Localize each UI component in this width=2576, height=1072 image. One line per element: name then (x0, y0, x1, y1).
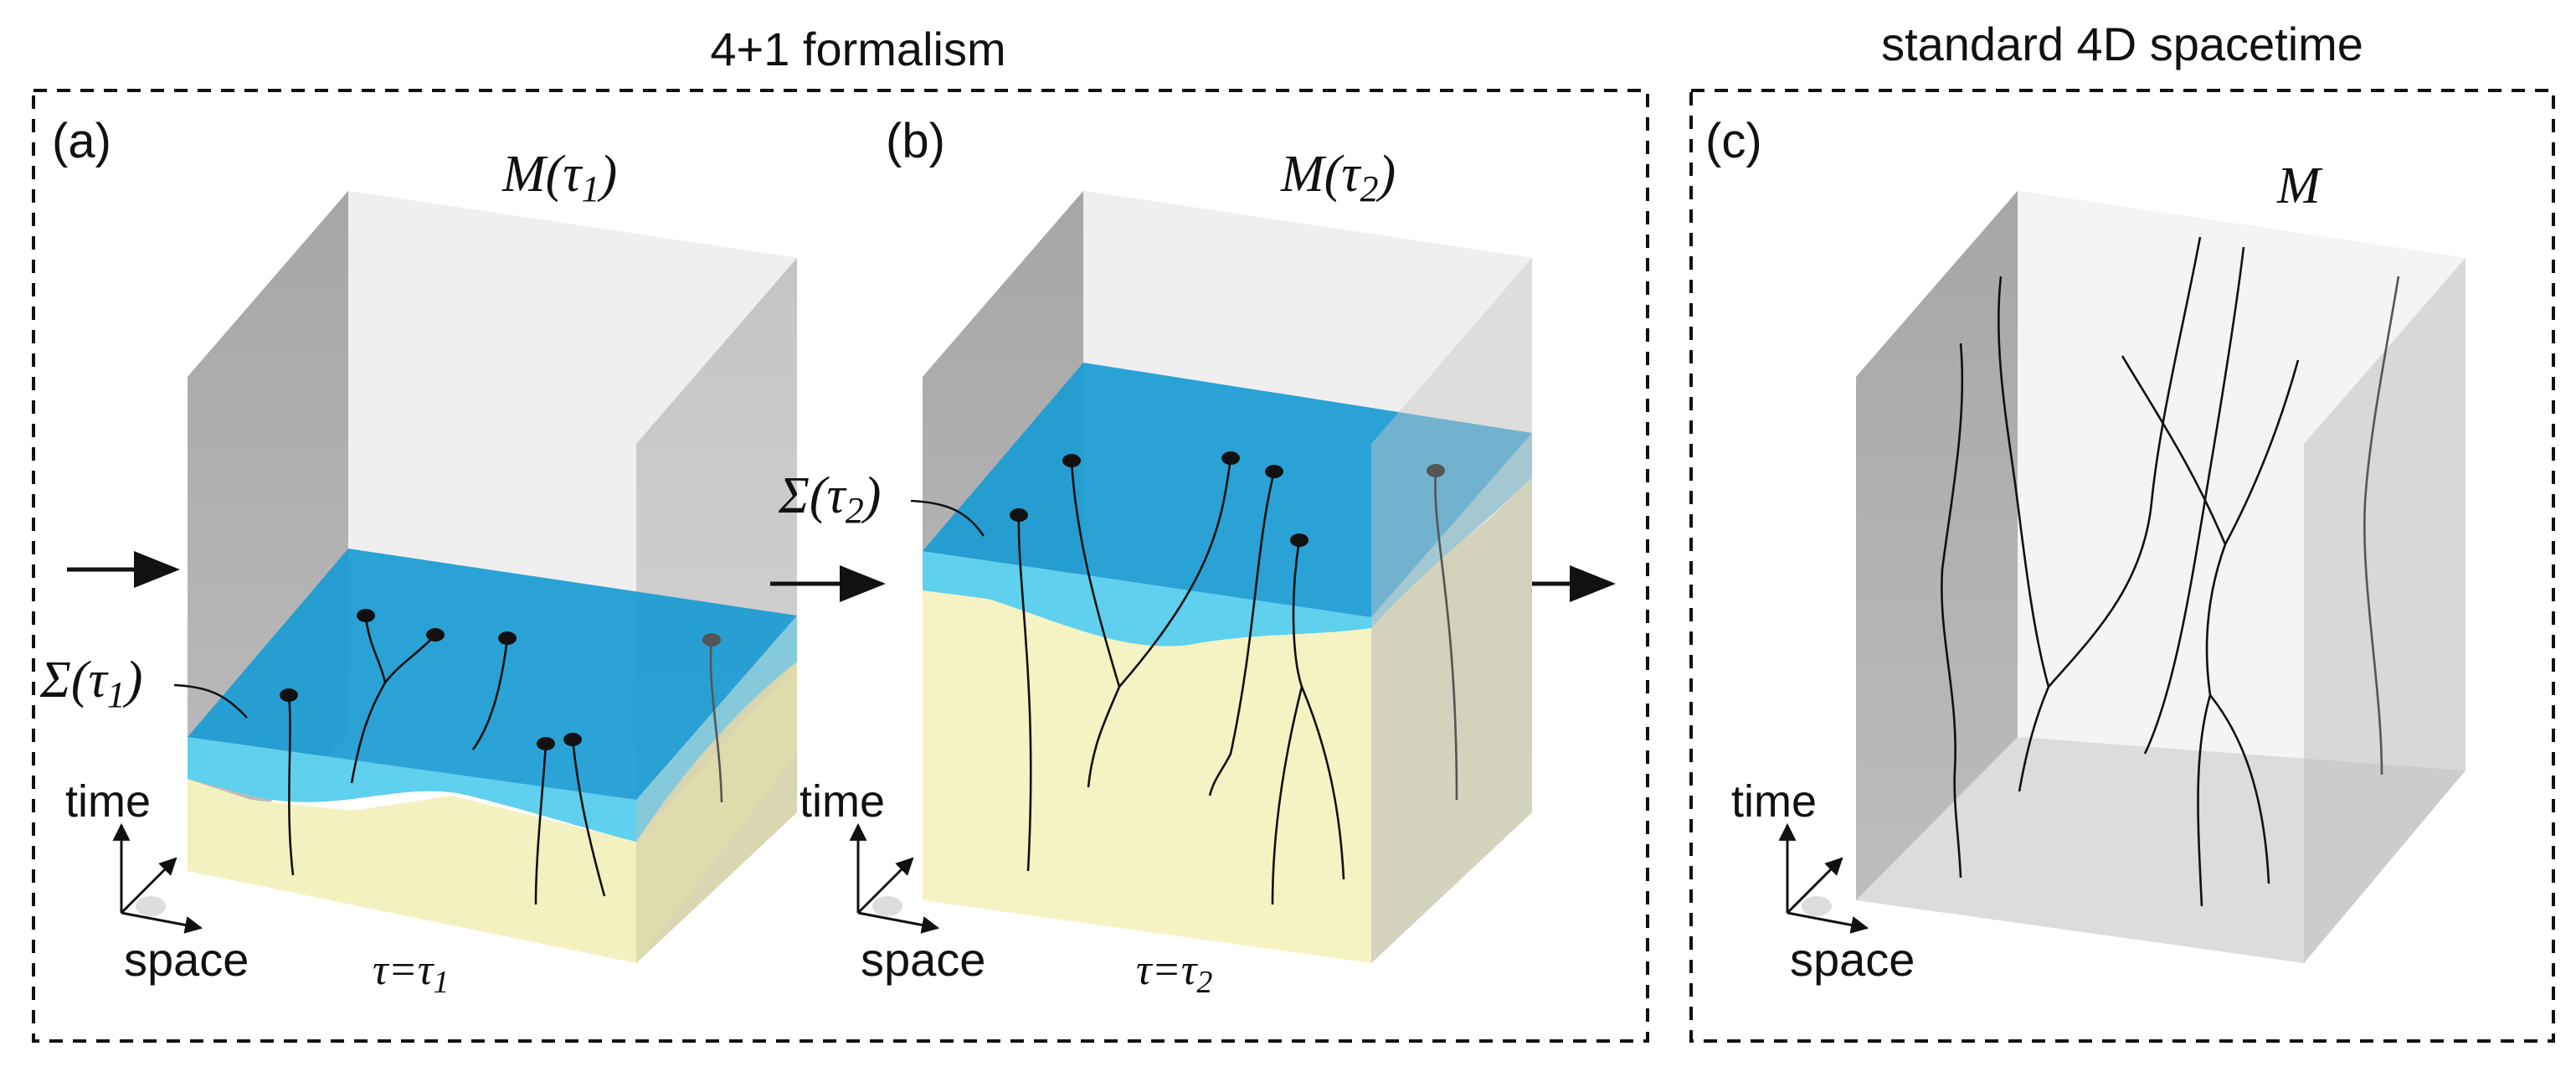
axis-space-b: space (861, 933, 985, 986)
filled-right-b (1371, 477, 1532, 963)
surface-pointer-a (173, 683, 248, 719)
event-dot (357, 609, 375, 622)
event-dot (1290, 533, 1309, 547)
panel-b: (b) (778, 114, 1532, 1000)
worldline (2048, 236, 2202, 688)
event-dot (702, 633, 721, 647)
event-dot (537, 737, 555, 750)
frame-standard-4d (1689, 89, 2555, 1043)
surface-band-b (923, 551, 1371, 647)
box-b-right (1371, 258, 1532, 963)
arrow-into-a-head (134, 551, 180, 588)
axes-a (112, 822, 203, 934)
box-c-left (1856, 191, 2018, 900)
worldline (2143, 246, 2245, 755)
surface-a (188, 549, 797, 800)
event-dot (498, 631, 517, 645)
axes-origin-shadow (872, 896, 902, 916)
event-dot (280, 688, 298, 702)
panel-b-label: (b) (886, 114, 945, 168)
title-41-formalism: 4+1 formalism (710, 23, 1005, 75)
worldline (571, 739, 606, 897)
axis-space-a: space (124, 933, 249, 986)
manifold-label-b: M(τ2) (1280, 146, 1396, 209)
surface-band-a (188, 737, 636, 842)
panel-a-label: (a) (52, 114, 111, 168)
surface-b (923, 363, 1532, 617)
worldline-faded (1434, 470, 1458, 801)
worldline-faded (709, 639, 723, 803)
surface-label-a: Σ(τ1) (39, 652, 142, 715)
worldline (350, 615, 387, 784)
surface-label-b: Σ(τ2) (778, 467, 881, 531)
tau-label-b: τ=τ2 (1136, 946, 1212, 1000)
arrow-b-to-c-head (1570, 565, 1616, 602)
events-a (280, 609, 721, 750)
axis-space-c: space (1790, 933, 1915, 986)
worldline (1941, 343, 1964, 879)
surface-band-right-b (1371, 433, 1532, 628)
axis-time-c: time (1731, 776, 1817, 827)
arrow-a-to-b-head (840, 565, 886, 602)
axis-time-a: time (65, 776, 151, 827)
frame-41-formalism (32, 89, 1649, 1043)
event-dot (1265, 465, 1283, 478)
event-dot (1062, 454, 1081, 467)
worldline (2121, 355, 2227, 907)
worldline (1300, 686, 1345, 880)
tau-label-a: τ=τ1 (373, 946, 449, 1000)
filled-right-a (636, 662, 797, 963)
box-c-right (2304, 258, 2465, 963)
surface-pointer-b (910, 499, 985, 537)
panel-a: (a) (39, 114, 797, 1000)
worldline (1997, 276, 2050, 792)
axes-b (849, 822, 940, 934)
event-dot (1221, 451, 1240, 465)
event-dot (1010, 508, 1028, 522)
worldline (287, 694, 295, 876)
worldline (1271, 539, 1303, 905)
worldline (1070, 460, 1121, 788)
panel-c-label: (c) (1705, 114, 1762, 168)
worldline (2208, 694, 2270, 884)
panel-c: (c) M time space (1705, 114, 2465, 986)
manifold-label-c: M (2276, 157, 2323, 214)
title-standard-4d: standard 4D spacetime (1881, 18, 2363, 70)
worldline (471, 637, 509, 750)
axis-time-b: time (800, 776, 885, 827)
filled-region-b (923, 590, 1371, 963)
event-dot (426, 628, 445, 642)
worldlines-c (1941, 236, 2400, 907)
worldline (534, 743, 548, 905)
worldline (1208, 471, 1276, 796)
axes-origin-shadow (136, 896, 166, 916)
worldline (2224, 359, 2300, 545)
events-b (1010, 451, 1445, 547)
event-dot (563, 733, 582, 746)
event-dot (1427, 464, 1445, 477)
worldline (1118, 457, 1232, 688)
axes-origin-shadow (1802, 896, 1832, 916)
worldline-faded (2363, 276, 2400, 776)
worldline (1017, 514, 1032, 872)
axes-c (1778, 822, 1869, 934)
manifold-label-a: M(τ1) (501, 146, 617, 209)
worldlines-b (1017, 457, 1458, 905)
